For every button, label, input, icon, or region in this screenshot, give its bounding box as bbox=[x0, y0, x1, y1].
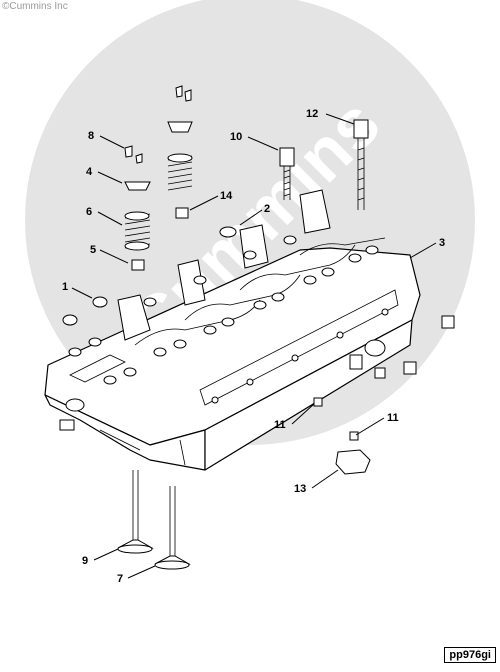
leader-lines bbox=[71, 113, 437, 579]
callout-6: 6 bbox=[86, 206, 92, 218]
loose-parts bbox=[62, 85, 455, 570]
callout-11-left: 11 bbox=[274, 419, 286, 431]
figure-id-label: pp976gi bbox=[444, 647, 496, 663]
callout-5: 5 bbox=[90, 244, 96, 256]
callout-8: 8 bbox=[88, 130, 94, 142]
valve-9 bbox=[117, 470, 154, 554]
valve-spring-6 bbox=[124, 211, 151, 251]
callout-14: 14 bbox=[220, 190, 233, 202]
callout-10: 10 bbox=[230, 131, 242, 143]
bolt-12 bbox=[353, 119, 369, 210]
callout-13: 13 bbox=[294, 483, 306, 495]
callout-11-right: 11 bbox=[387, 412, 399, 424]
callout-12: 12 bbox=[306, 108, 318, 120]
callout-1: 1 bbox=[62, 281, 68, 293]
callout-9: 9 bbox=[82, 555, 88, 567]
callout-labels: 1 2 3 4 5 6 7 8 9 10 11 11 12 13 14 bbox=[62, 108, 445, 585]
copyright-notice: ©Cummins Inc bbox=[2, 1, 68, 12]
valve-seats bbox=[68, 235, 379, 385]
callout-4: 4 bbox=[86, 166, 93, 178]
cylinder-head-block bbox=[44, 189, 421, 471]
callout-7: 7 bbox=[117, 573, 123, 585]
bolt-10 bbox=[279, 147, 295, 200]
valve-7 bbox=[154, 486, 191, 570]
callout-2: 2 bbox=[264, 203, 270, 215]
callout-3: 3 bbox=[439, 237, 445, 249]
